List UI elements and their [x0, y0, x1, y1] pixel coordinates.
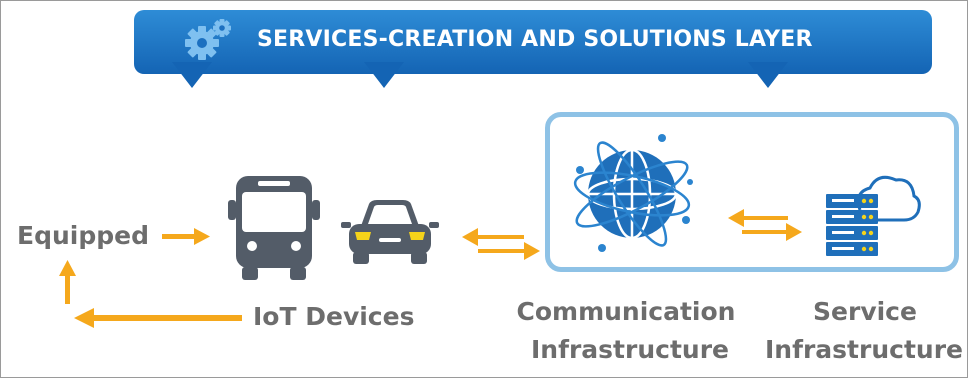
label-communication-infrastructure: Infrastructure: [531, 335, 729, 364]
server-cloud-icon: [826, 175, 921, 256]
gear-icon: [184, 17, 236, 63]
banner-title: SERVICES-CREATION AND SOLUTIONS LAYER: [257, 27, 813, 52]
label-equipped: Equipped: [17, 221, 149, 250]
label-iot-devices: IoT Devices: [253, 302, 415, 331]
bus-icon: [228, 176, 320, 280]
banner-pointer-middle: [364, 62, 404, 88]
arrow-devices-to-return: [74, 308, 242, 328]
globe-network-icon: [573, 134, 693, 252]
car-icon: [341, 200, 439, 264]
label-service-infrastructure: Infrastructure: [765, 335, 963, 364]
arrow-comm-service-exchange: [728, 209, 802, 241]
arrow-equipped-to-devices: [162, 228, 210, 245]
banner-pointer-left: [172, 62, 212, 88]
arrow-up-to-equipped: [59, 260, 76, 304]
infrastructure-group-box: [545, 112, 959, 272]
label-service: Service: [813, 297, 917, 326]
label-communication: Communication: [516, 297, 736, 326]
banner-pointer-right: [748, 62, 788, 88]
services-layer-banner: [134, 10, 932, 74]
arrow-devices-comm-exchange: [462, 228, 540, 260]
